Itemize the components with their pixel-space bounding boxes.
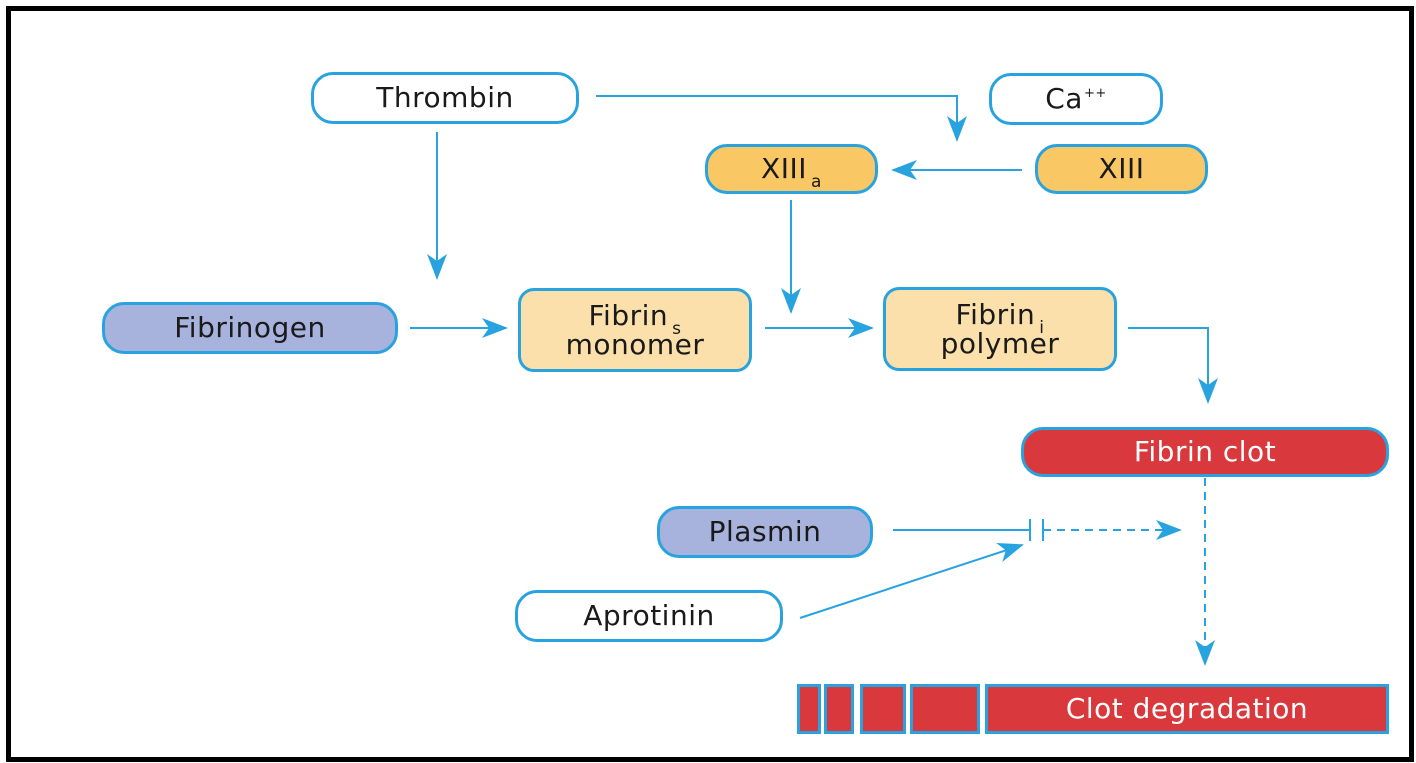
fibrinogen-label: Fibrinogen (174, 311, 326, 345)
degradation-fragment-4 (910, 684, 980, 734)
xiii-label: XIII (1098, 152, 1145, 186)
thrombin-label: Thrombin (376, 81, 514, 115)
clot-degradation-label: Clot degradation (1065, 692, 1309, 726)
degradation-fragment-1 (797, 684, 821, 734)
aprotinin-label: Aprotinin (583, 599, 715, 633)
node-thrombin: Thrombin (311, 72, 579, 124)
arrow-aprotinin-to-inhibition (799, 542, 1024, 619)
node-clot-degradation: Clot degradation (985, 684, 1389, 734)
node-plasmin: Plasmin (657, 506, 873, 558)
degradation-fragment-3 (860, 684, 906, 734)
node-fibrinogen: Fibrinogen (102, 302, 398, 354)
node-fibrin-clot: Fibrin clot (1021, 427, 1389, 477)
fibrin-clot-label: Fibrin clot (1133, 435, 1277, 469)
node-aprotinin: Aprotinin (515, 590, 783, 642)
node-xiii: XIII (1035, 144, 1208, 194)
degradation-fragment-2 (824, 684, 854, 734)
calcium-label: Ca++ (1045, 82, 1107, 116)
node-calcium: Ca++ (989, 73, 1163, 125)
arrow-thrombin-to-xiii-activation (596, 95, 967, 142)
plasmin-label: Plasmin (708, 515, 822, 549)
arrow-polymer-to-clot (1128, 327, 1218, 404)
